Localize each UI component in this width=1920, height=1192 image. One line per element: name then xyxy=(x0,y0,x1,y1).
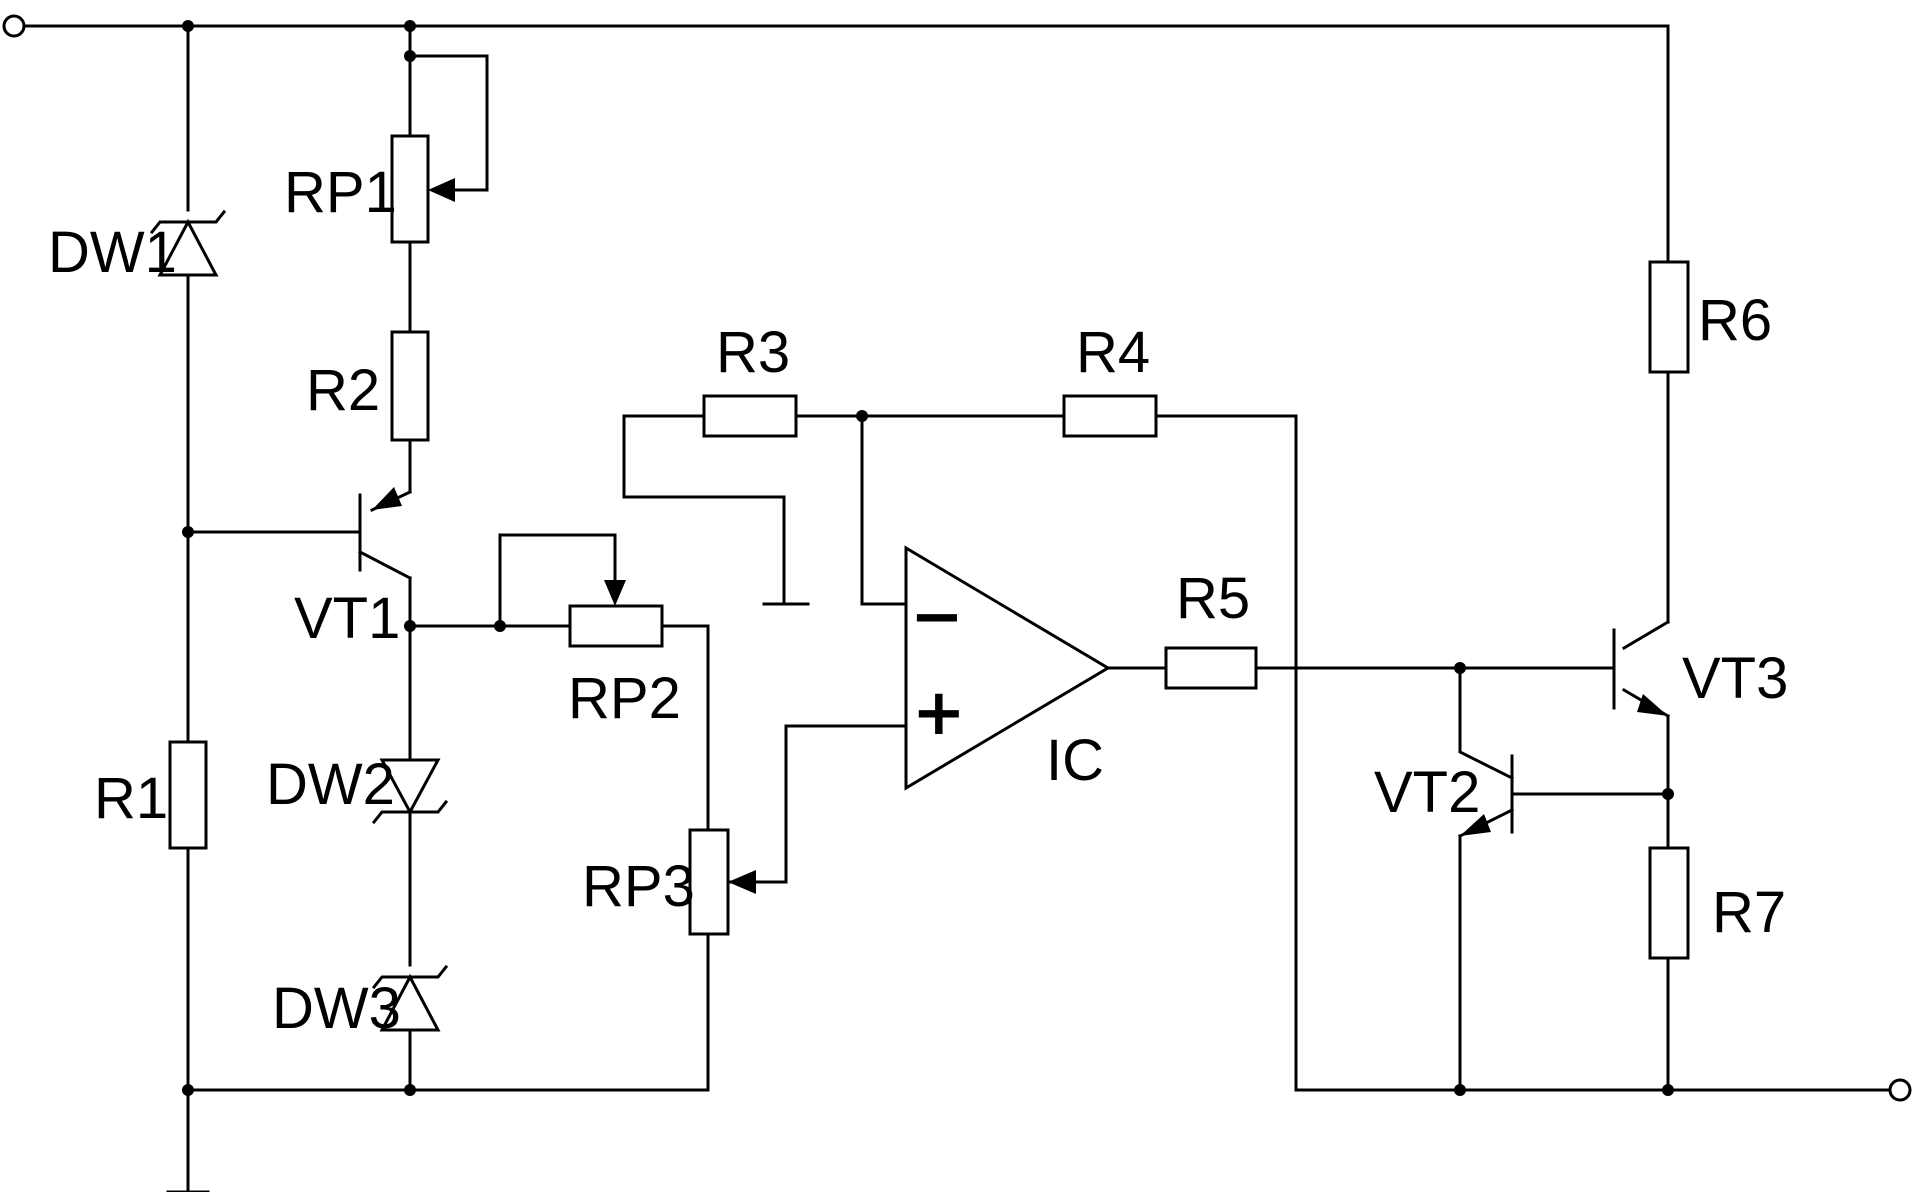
zener-dw3 xyxy=(371,964,449,1032)
label-rp1: RP1 xyxy=(284,160,397,225)
junction-dot xyxy=(404,620,416,632)
label-r7: R7 xyxy=(1712,880,1786,945)
junction-dot xyxy=(1662,1084,1674,1096)
junction-dot xyxy=(1454,1084,1466,1096)
resistor-r4 xyxy=(1062,394,1158,438)
component-labels: DW1 RP1 R2 VT1 R1 DW2 DW3 RP2 RP3 R3 R4 … xyxy=(48,160,1788,1041)
resistor-r2 xyxy=(390,330,430,442)
junction-dot xyxy=(182,1084,194,1096)
zener-dw2 xyxy=(371,758,449,825)
junction-dot xyxy=(494,620,506,632)
resistor-rp3 xyxy=(688,828,730,936)
zener-dw1 xyxy=(149,209,227,277)
resistor-r7 xyxy=(1648,846,1690,960)
opamp-plus-sign: + xyxy=(912,676,966,750)
junction-dot xyxy=(856,410,868,422)
label-r4: R4 xyxy=(1076,320,1150,385)
label-r3: R3 xyxy=(716,320,790,385)
label-vt1: VT1 xyxy=(294,586,400,651)
junction-dot xyxy=(182,20,194,32)
junction-dot xyxy=(404,50,416,62)
label-r6: R6 xyxy=(1698,288,1772,353)
junction-dots xyxy=(182,20,1674,1096)
resistor-rp2 xyxy=(568,604,664,648)
transistor-vt3 xyxy=(1612,628,1668,716)
output-terminal xyxy=(1888,1078,1912,1102)
label-vt2: VT2 xyxy=(1374,760,1480,825)
junction-dot xyxy=(1454,662,1466,674)
junction-dot xyxy=(404,1084,416,1096)
label-dw3: DW3 xyxy=(272,976,401,1041)
label-r2: R2 xyxy=(306,358,380,423)
label-rp2: RP2 xyxy=(568,666,681,731)
rp2-wiper-arrow xyxy=(604,580,626,606)
label-ic: IC xyxy=(1046,728,1104,793)
junction-dot xyxy=(1662,788,1674,800)
opamp-ic: − + xyxy=(904,545,1111,791)
resistor-r3 xyxy=(702,394,798,438)
transistor-vt2 xyxy=(1460,754,1514,836)
resistor-r1 xyxy=(168,740,208,850)
label-r5: R5 xyxy=(1176,566,1250,631)
resistor-rp1 xyxy=(390,134,430,244)
rp1-wiper-arrow xyxy=(428,178,455,202)
junction-dot xyxy=(404,20,416,32)
rp3-wiper-arrow xyxy=(728,870,756,894)
label-dw1: DW1 xyxy=(48,220,177,285)
input-terminal xyxy=(2,14,26,38)
opamp-minus-sign: − xyxy=(910,580,964,654)
label-r1: R1 xyxy=(94,766,168,831)
label-vt3: VT3 xyxy=(1682,646,1788,711)
resistor-r6 xyxy=(1648,260,1690,374)
resistor-r5 xyxy=(1164,646,1258,690)
junction-dot xyxy=(182,526,194,538)
label-dw2: DW2 xyxy=(266,752,395,817)
transistor-vt1 xyxy=(358,487,402,572)
label-rp3: RP3 xyxy=(582,854,695,919)
